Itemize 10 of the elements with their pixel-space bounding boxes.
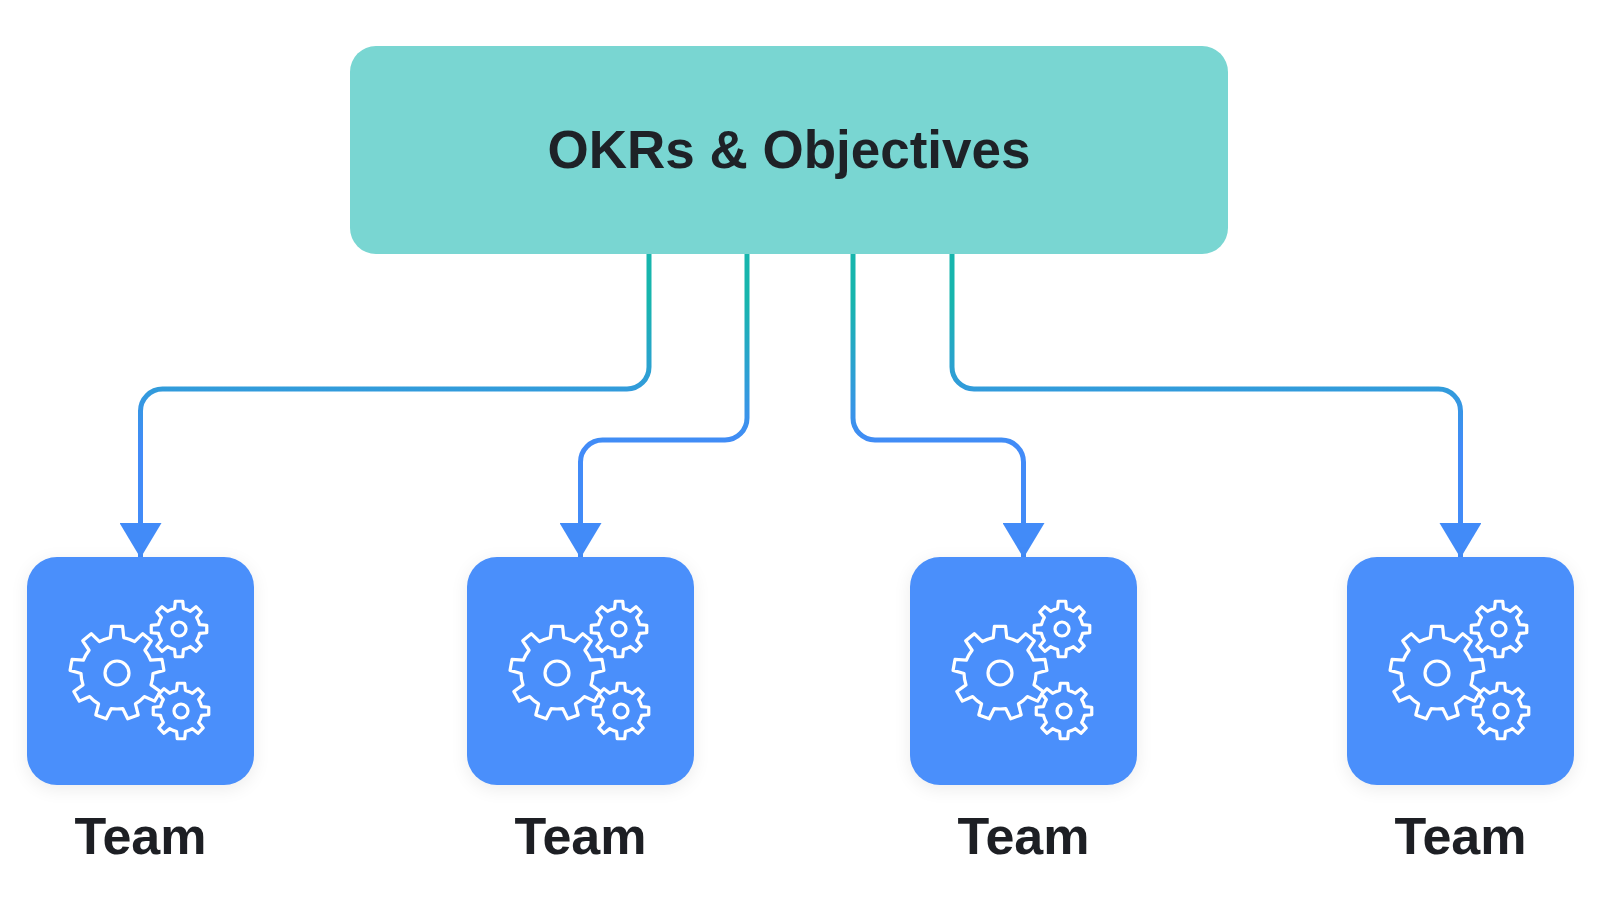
connector-arrow: [119, 254, 652, 558]
team-label: Team: [957, 807, 1090, 867]
connector-arrow: [559, 254, 750, 558]
team-label: Team: [514, 807, 647, 867]
objectives-box: [350, 46, 1228, 254]
connector-arrow: [949, 254, 1482, 558]
connector-arrow: [850, 254, 1045, 558]
team-label: Team: [1394, 807, 1527, 867]
box-title: OKRs & Objectives: [547, 119, 1031, 181]
team-label: Team: [74, 807, 207, 867]
